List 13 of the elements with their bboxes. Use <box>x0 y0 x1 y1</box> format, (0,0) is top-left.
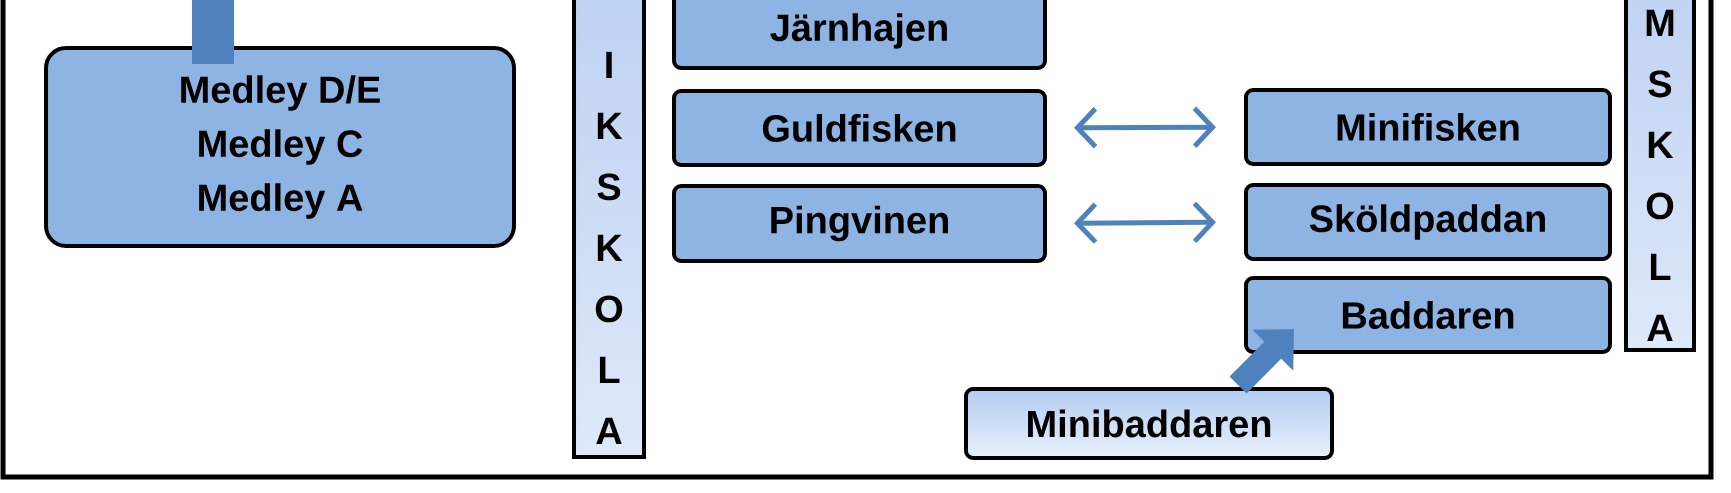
vertical-band: MSKOLA <box>1624 0 1696 352</box>
rounded-box: Minifisken <box>1244 88 1612 166</box>
rounded-box: Sköldpaddan <box>1244 183 1612 261</box>
double-arrow <box>1074 106 1216 149</box>
rounded-box: Minibaddaren <box>964 387 1334 460</box>
double-arrow <box>1074 201 1216 244</box>
rounded-box: Guldfisken <box>672 89 1047 167</box>
rounded-box: Järnhajen <box>672 0 1047 70</box>
rounded-box: Pingvinen <box>672 184 1047 263</box>
rounded-box: Medley D/E Medley C Medley A <box>44 46 516 248</box>
vertical-band: IKSKOLA <box>572 0 646 459</box>
rounded-box: Baddaren <box>1244 276 1612 354</box>
thick-bar <box>192 0 234 64</box>
